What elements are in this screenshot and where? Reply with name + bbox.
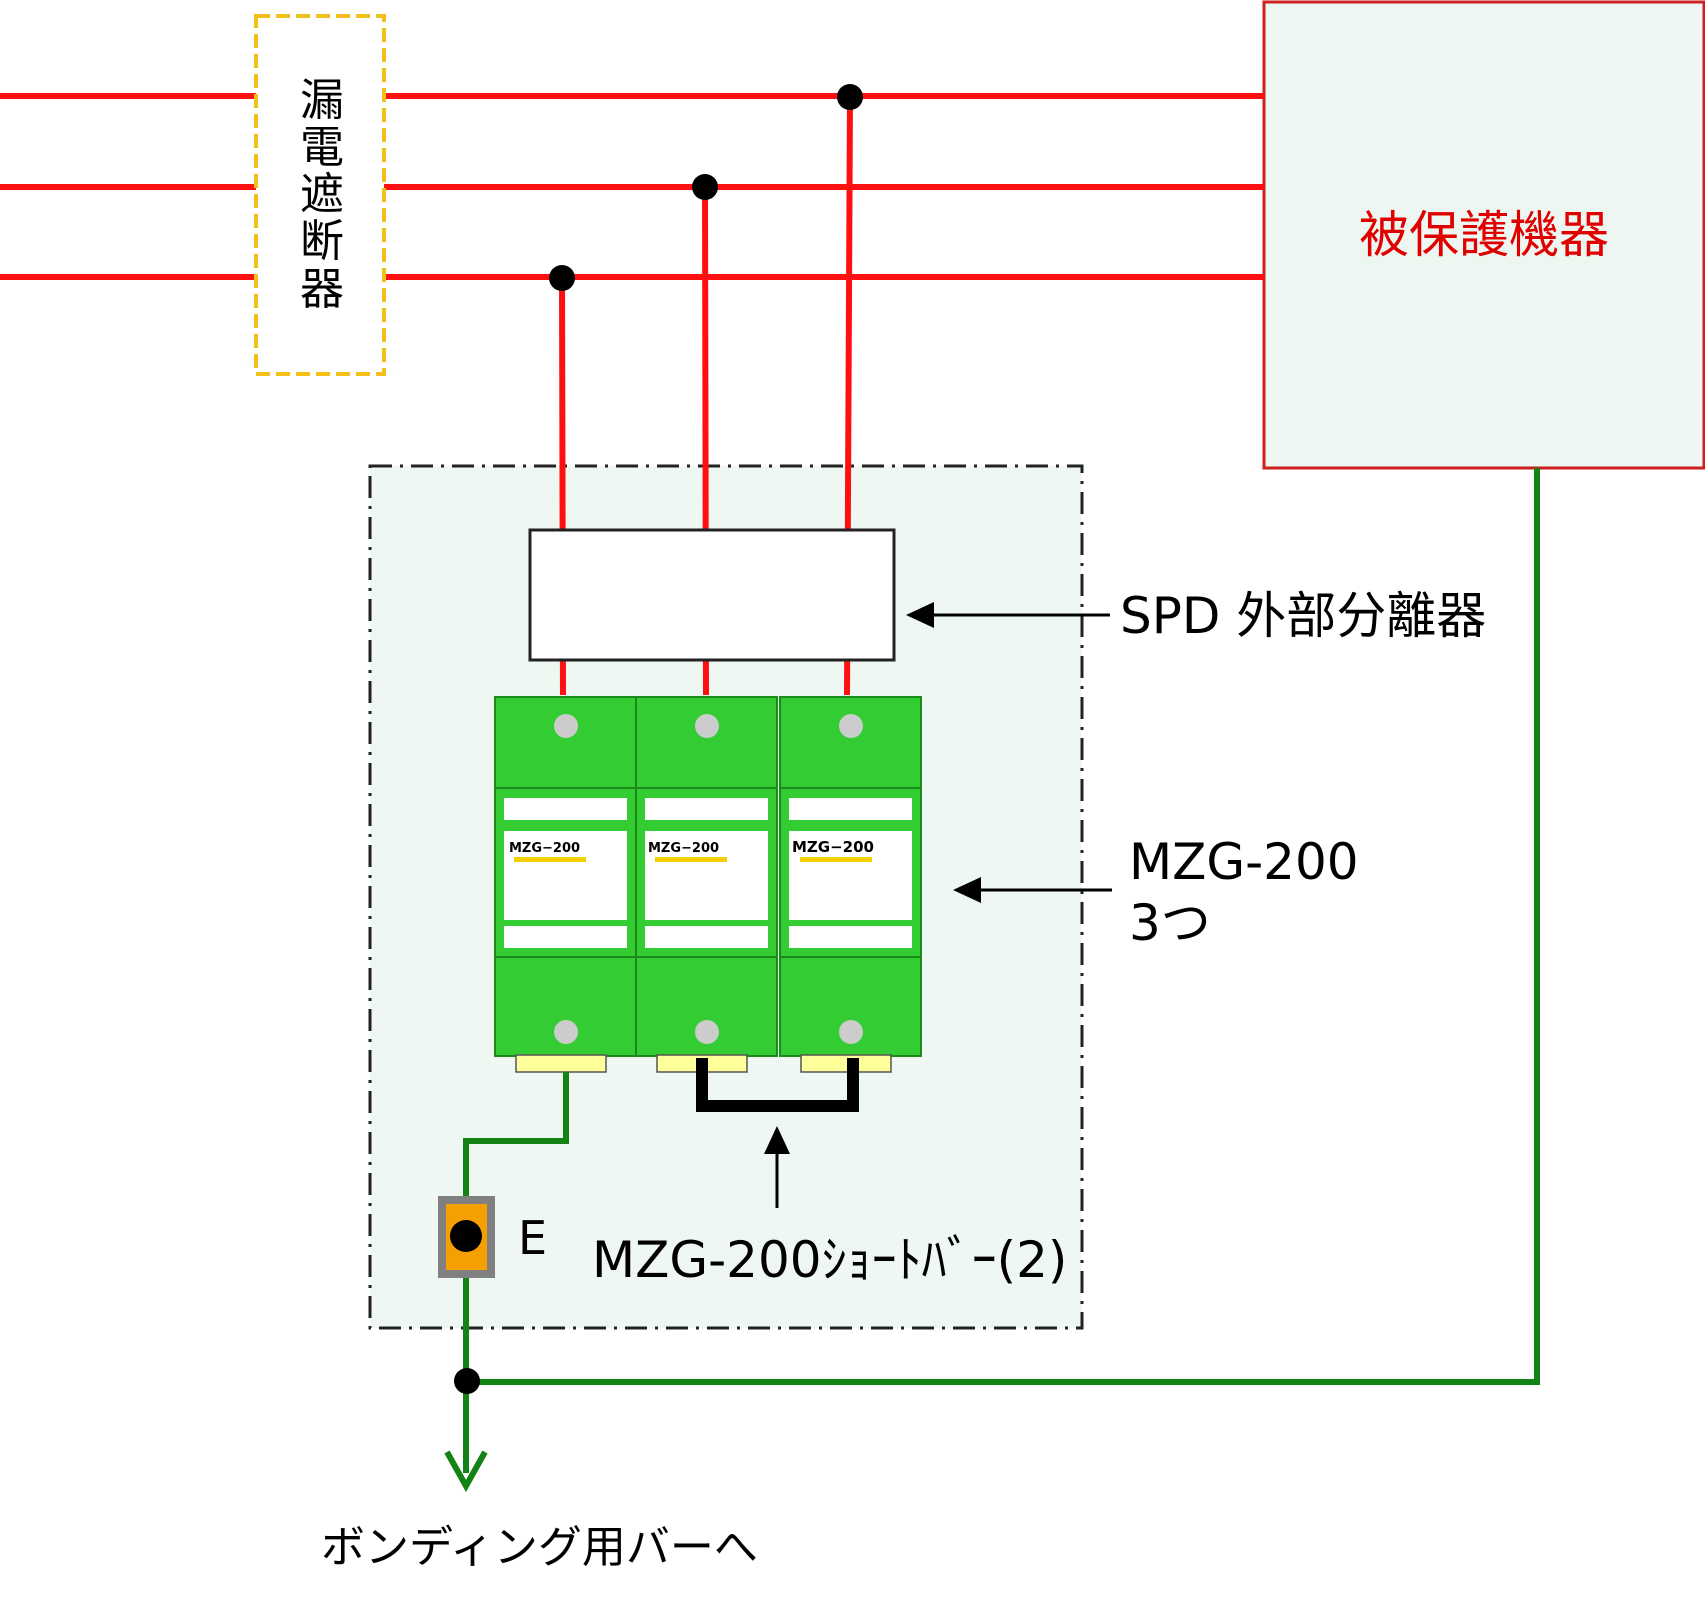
terminal-screw	[695, 1020, 719, 1044]
module-window-bottom	[504, 926, 627, 948]
module-window-stripe	[800, 857, 872, 862]
breaker-box	[254, 14, 386, 376]
earth-terminal-label: E	[518, 1211, 547, 1265]
short-bar-arrow-head	[764, 1126, 790, 1154]
module-window-top	[645, 798, 768, 820]
module-bottom-terminal	[515, 1054, 607, 1073]
earth-terminal-dot	[450, 1220, 482, 1252]
terminal-screw	[839, 1020, 863, 1044]
module-window-top	[789, 798, 912, 820]
breaker-char-2: 電	[300, 122, 344, 173]
terminal-screw	[695, 714, 719, 738]
disconnector-arrow-head	[906, 602, 934, 628]
terminal-screw	[839, 714, 863, 738]
module-window	[789, 831, 912, 920]
terminal-screw	[554, 1020, 578, 1044]
modules-arrow-head	[953, 877, 981, 903]
module-bottom-terminal	[800, 1054, 892, 1073]
module-earth-wire	[463, 1072, 569, 1473]
breaker-char-1: 漏	[300, 75, 344, 126]
terminal-screw	[554, 714, 578, 738]
module-window	[504, 831, 627, 920]
modules-label-line1: MZG-200	[1129, 833, 1359, 891]
protected-equipment-box	[1262, 0, 1705, 470]
spd-disconnector-box	[528, 528, 896, 662]
junction-dot	[837, 84, 863, 110]
short-bar	[696, 1058, 859, 1112]
bonding-bar-label: ボンディング用バーへ	[321, 1522, 758, 1573]
modules-label-line2: 3つ	[1129, 894, 1211, 952]
spd-disconnector-label: SPD 外部分離器	[1120, 587, 1486, 645]
spd-module-3: MZG−200	[779, 696, 922, 1073]
short-bar-label: MZG-200ｼｮｰﾄﾊﾞｰ(2)	[592, 1231, 1067, 1289]
earth-lines	[463, 468, 1540, 1473]
module-model-text: MZG−200	[648, 841, 719, 856]
module-window-bottom	[645, 926, 768, 948]
module-window-stripe	[655, 857, 727, 862]
module-model-text: MZG−200	[509, 841, 580, 856]
junction-dot	[454, 1368, 480, 1394]
module-model-text: MZG−200	[792, 838, 874, 856]
junction-dot	[549, 265, 575, 291]
breaker-char-5: 器	[300, 264, 344, 315]
protected-equipment-label: 被保護機器	[1359, 206, 1609, 264]
spd-module-2: MZG−200	[635, 696, 778, 1073]
junction-dot	[692, 174, 718, 200]
equipment-earth-wire	[466, 468, 1540, 1385]
module-window-stripe	[514, 857, 586, 862]
module-window	[645, 831, 768, 920]
module-window-bottom	[789, 926, 912, 948]
power-lines	[0, 93, 1264, 696]
module-window-top	[504, 798, 627, 820]
breaker-char-3: 遮	[300, 169, 344, 220]
breaker-char-4: 断	[300, 216, 344, 267]
spd-module-1: MZG−200	[494, 696, 637, 1073]
bonding-arrow-head	[444, 1450, 488, 1493]
